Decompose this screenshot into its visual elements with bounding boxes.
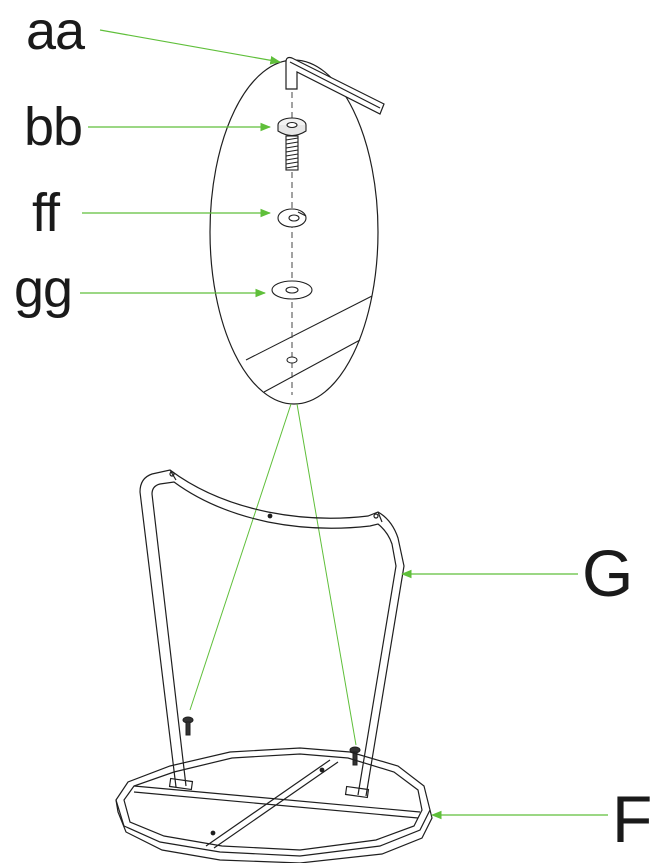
leader-lines xyxy=(80,29,608,820)
label-gg: gg xyxy=(14,259,73,319)
leg-screw-right-icon xyxy=(349,746,361,766)
split-washer-icon xyxy=(277,208,307,228)
allen-key-icon xyxy=(285,56,385,115)
leg-screw-left-icon xyxy=(182,716,194,736)
detail-projection-lines xyxy=(189,403,357,746)
flat-washer-icon xyxy=(271,280,313,300)
label-F: F xyxy=(612,782,652,856)
label-aa: aa xyxy=(26,1,85,61)
leader-aa xyxy=(99,29,282,65)
threaded-hole-icon xyxy=(286,356,298,364)
detail-callout-ellipse xyxy=(209,59,379,405)
base-frame xyxy=(115,747,433,864)
leg-frame xyxy=(139,469,405,797)
label-ff: ff xyxy=(32,183,60,243)
bolt-icon xyxy=(277,117,307,171)
label-G: G xyxy=(582,536,633,610)
label-bb: bb xyxy=(24,97,83,157)
